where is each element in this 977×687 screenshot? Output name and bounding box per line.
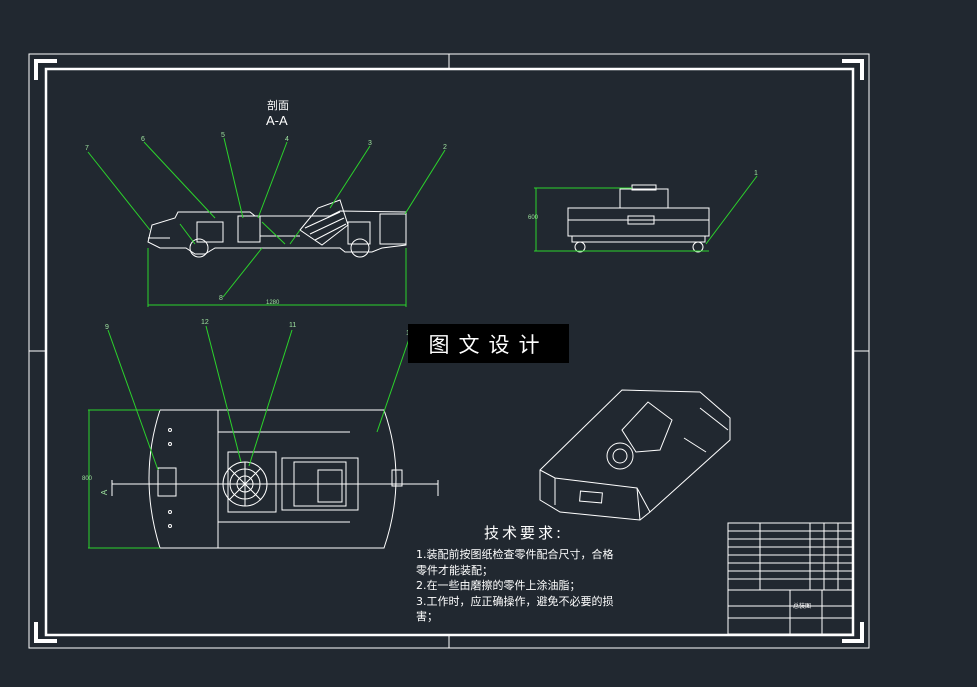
notes-line-4: 3.工作时，应正确操作，避免不必要的损 <box>416 594 614 608</box>
part-number-12: 12 <box>201 319 209 326</box>
notes-line-2: 零件才能装配； <box>416 563 493 577</box>
part-number-9: 9 <box>105 324 109 331</box>
dimension-label-600: 600 <box>528 215 539 221</box>
dimension-plan-height <box>88 409 160 549</box>
part-number-5: 5 <box>221 132 225 139</box>
dimension-label-1280: 1280 <box>266 300 280 306</box>
section-view-a-a <box>147 199 407 258</box>
technical-requirements: 技术要求: 1.装配前按图纸检查零件配合尺寸，合格 零件才能装配； 2.在一些由… <box>416 522 614 625</box>
drawing-frame <box>28 53 870 649</box>
section-view-label: A-A <box>266 113 288 128</box>
notes-line-3: 2.在一些由磨擦的零件上涂油脂； <box>416 579 581 592</box>
plan-view <box>111 409 439 549</box>
watermark-banner: 图文设计 <box>408 324 569 363</box>
section-view-hatch <box>179 221 301 245</box>
part-number-11: 11 <box>289 322 297 329</box>
part-number-1: 1 <box>754 170 758 177</box>
view-marker-a: A <box>100 489 110 496</box>
end-elevation-view <box>567 184 710 253</box>
notes-title: 技术要求: <box>484 524 565 542</box>
part-number-4: 4 <box>285 136 289 143</box>
section-title: 剖面 <box>267 100 289 112</box>
part-number-3: 3 <box>368 140 372 147</box>
leader-lines-section <box>87 137 446 298</box>
dimension-label-800: 800 <box>82 476 93 482</box>
dimension-side-length <box>147 248 407 307</box>
part-number-7: 7 <box>85 145 89 152</box>
title-block <box>727 522 854 635</box>
part-number-6: 6 <box>141 136 145 143</box>
part-number-8: 8 <box>219 295 223 302</box>
isometric-view <box>539 389 731 521</box>
title-block-drawing-name: 总装图 <box>793 604 812 610</box>
leader-lines-plan <box>107 325 411 471</box>
notes-line-5: 害； <box>416 610 438 623</box>
dimension-right-height <box>534 175 758 252</box>
notes-line-1: 1.装配前按图纸检查零件配合尺寸，合格 <box>416 548 614 561</box>
part-number-2: 2 <box>443 144 447 151</box>
